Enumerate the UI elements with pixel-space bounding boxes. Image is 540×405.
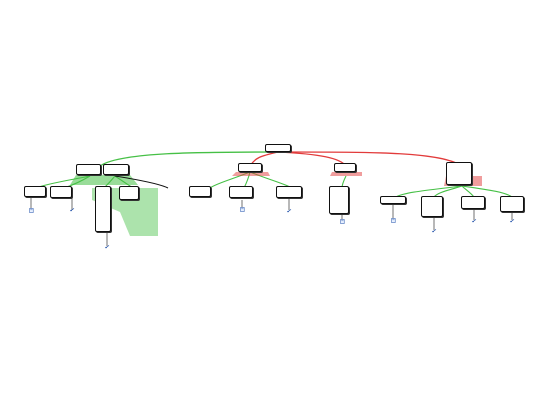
child-node-1[interactable] [24, 186, 46, 197]
link-icon[interactable] [105, 244, 110, 249]
child-node-7[interactable] [276, 186, 302, 198]
link-icon[interactable] [70, 207, 75, 212]
branch-node-1b[interactable] [103, 164, 129, 175]
child-node-11[interactable] [461, 196, 485, 209]
link-icon[interactable] [287, 208, 292, 213]
document-icon[interactable] [29, 208, 34, 213]
branch-2-fill [232, 172, 270, 176]
document-icon[interactable] [240, 207, 245, 212]
branch-node-4[interactable] [446, 162, 472, 185]
branch-node-3[interactable] [334, 163, 356, 172]
child-node-10[interactable] [421, 196, 443, 217]
connector-b2-c3 [114, 175, 169, 189]
connector-root-branch-1 [99, 151, 279, 167]
child-node-2[interactable] [50, 186, 72, 198]
branch-1-fill [70, 175, 138, 185]
connector-root-branch-4 [277, 151, 463, 167]
child-node-9[interactable] [380, 196, 406, 204]
child-node-8[interactable] [329, 186, 349, 214]
link-icon[interactable] [510, 218, 515, 223]
connector-b4-c4 [461, 185, 513, 198]
root-node[interactable] [265, 144, 291, 152]
child-node-6[interactable] [229, 186, 253, 198]
link-icon[interactable] [472, 218, 477, 223]
branch-node-2[interactable] [238, 163, 262, 172]
child-node-4[interactable] [119, 186, 139, 200]
child-node-5[interactable] [189, 186, 211, 197]
connector-b4-c3 [461, 185, 475, 198]
document-icon[interactable] [391, 218, 396, 223]
connector-b4-c2 [433, 185, 463, 198]
document-icon[interactable] [340, 219, 345, 224]
child-node-3[interactable] [95, 186, 111, 232]
child-node-12[interactable] [500, 196, 524, 212]
branch-3-fill [330, 172, 362, 176]
link-icon[interactable] [432, 228, 437, 233]
connector-b4-c1 [395, 185, 463, 198]
branch-node-1[interactable] [76, 164, 101, 175]
